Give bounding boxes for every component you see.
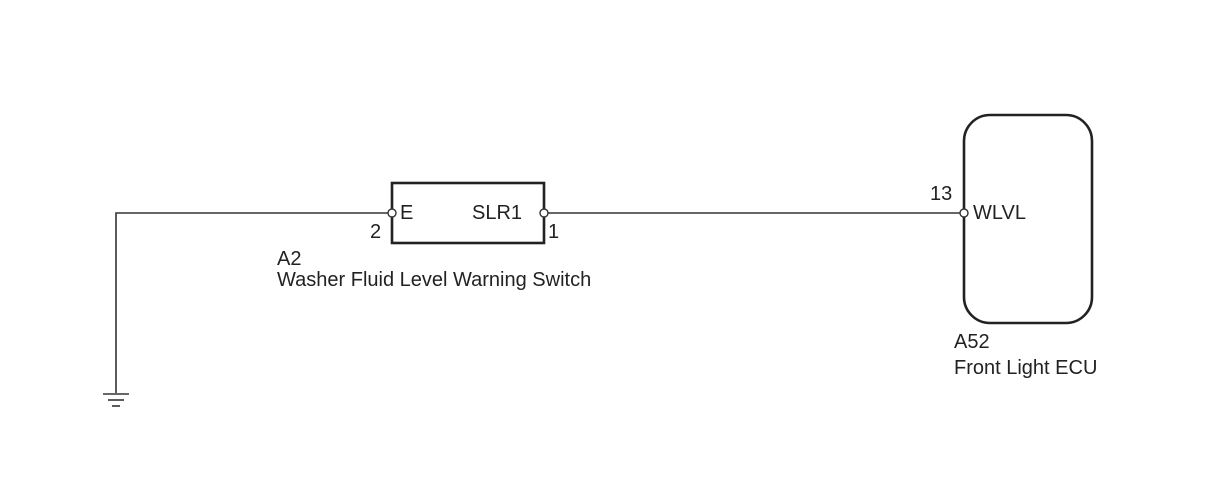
switch-pin-right-number: 1 [548, 221, 560, 243]
switch-body [390, 181, 546, 245]
ecu-terminal-wlvl [959, 208, 969, 218]
ecu-pin-number: 13 [930, 183, 953, 205]
ecu-connector-code: A52 [954, 331, 990, 353]
switch-connector-code: A2 [277, 248, 302, 270]
switch-terminal-slr1 [539, 208, 549, 218]
ground-wire [115, 212, 392, 393]
switch-pin-left-number: 2 [370, 221, 382, 243]
ecu-component-name: Front Light ECU [954, 357, 1098, 379]
switch-pin-left-name: E [400, 202, 414, 224]
switch-terminal-e [387, 208, 397, 218]
ground-symbol-icon [103, 393, 129, 407]
ecu-body [962, 113, 1094, 325]
ecu-pin-name: WLVL [973, 202, 1026, 224]
switch-component-name: Washer Fluid Level Warning Switch [277, 269, 592, 291]
switch-pin-right-name: SLR1 [472, 202, 523, 224]
